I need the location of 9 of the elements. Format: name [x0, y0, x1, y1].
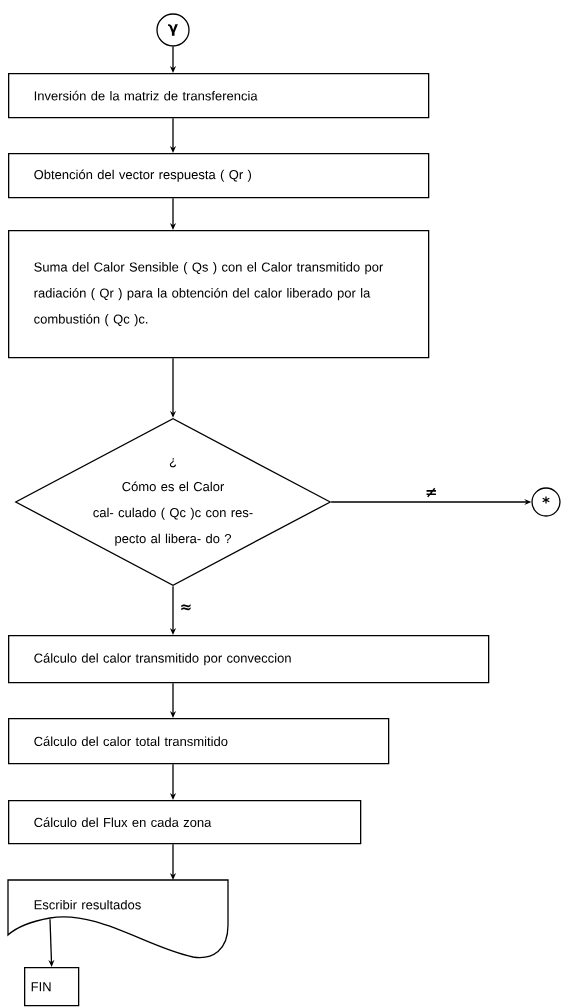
process-box: Obtención del vector respuesta ( Qr )	[8, 153, 430, 199]
terminal-box: FIN	[24, 967, 80, 1007]
process-box: Cálculo del Flux en cada zona	[8, 800, 362, 845]
process-box: Inversión de la matriz de transferencia	[8, 73, 430, 119]
process-box: Cálculo del calor transmitido por conveccion	[8, 635, 490, 684]
process-box: Cálculo del calor total transmitido	[8, 718, 390, 765]
process-box: Suma del Calor Sensible ( Qs ) con el Calor transmitido por radiación ( Qr ) para la obtención del calor liberado por la combustión ( Qc )c.	[8, 230, 430, 359]
edge-label: ≠	[423, 486, 439, 499]
edge-label: ≈	[178, 603, 194, 613]
